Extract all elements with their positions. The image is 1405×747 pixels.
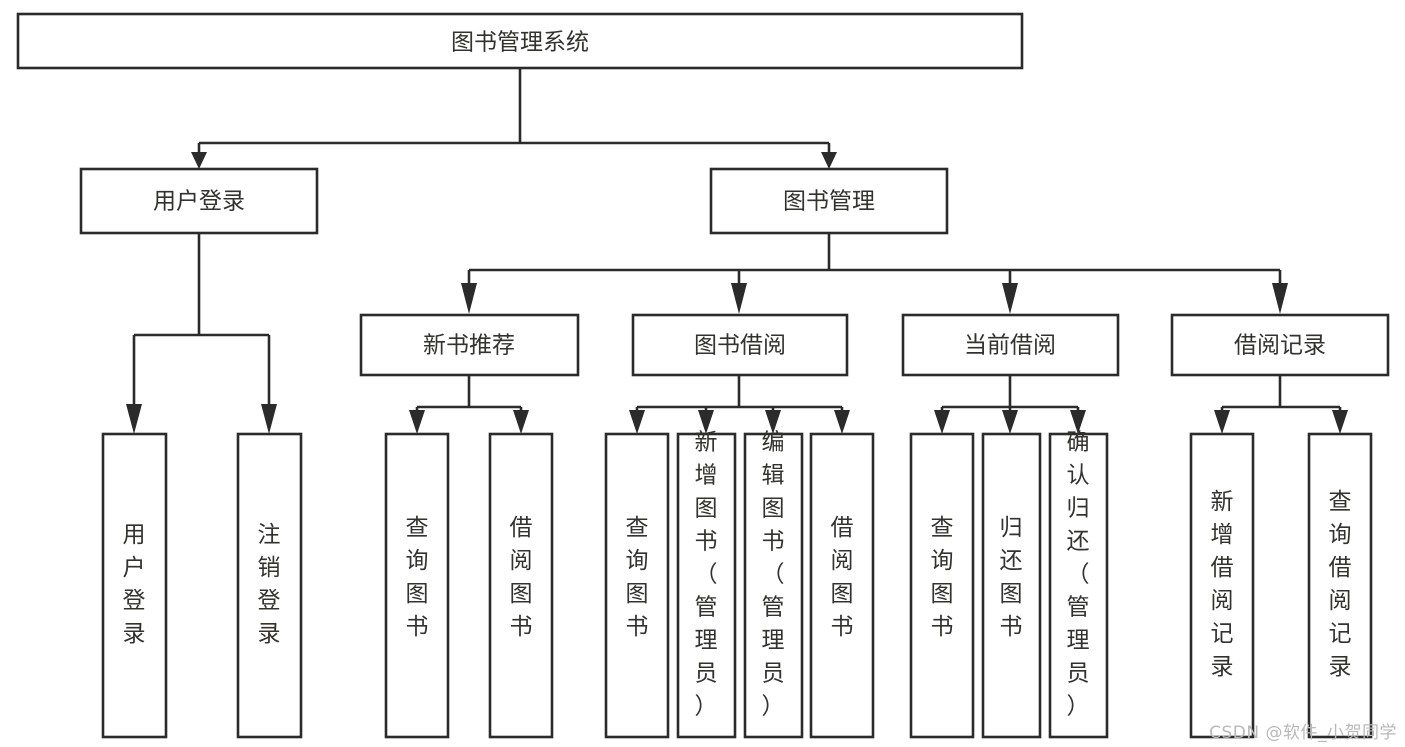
node-leaf-query-book-2-box[interactable] — [604, 432, 670, 739]
node-leaf-return-book-box[interactable] — [981, 432, 1042, 739]
node-leaf-add-record-box[interactable] — [1189, 432, 1255, 739]
node-leaf-borrow-book-1[interactable]: 借阅图书 — [488, 432, 554, 739]
node-leaf-add-book-label: 新增图书（管理员） — [695, 430, 718, 720]
arrow-head-leaf-edit-book — [765, 410, 781, 434]
node-leaf-query-record-box[interactable] — [1307, 432, 1373, 739]
arrow-head-leaf-confirm-return — [1070, 410, 1086, 434]
node-leaf-borrow-book-2-label: 借阅图书 — [831, 515, 854, 640]
node-leaf-query-book-1[interactable]: 查询图书 — [384, 432, 450, 739]
node-book-borrow[interactable]: 图书借阅 — [631, 313, 849, 377]
node-leaf-return-book-label: 归还图书 — [1000, 515, 1023, 640]
node-borrow-record-box[interactable] — [1170, 313, 1390, 377]
node-user-login-label: 用户登录 — [153, 189, 245, 215]
node-new-book-recommend-label: 新书推荐 — [423, 333, 515, 359]
edge-layer — [126, 68, 1348, 434]
node-leaf-borrow-book-1-box[interactable] — [488, 432, 554, 739]
node-leaf-confirm-return-box[interactable] — [1048, 432, 1109, 739]
node-leaf-query-book-2[interactable]: 查询图书 — [604, 432, 670, 739]
arrow-head-new-book-recommend — [461, 283, 477, 314]
node-new-book-recommend-box[interactable] — [359, 313, 580, 377]
node-leaf-query-record-label: 查询借阅记录 — [1329, 489, 1352, 680]
node-root-box[interactable] — [16, 12, 1024, 70]
node-borrow-record-label: 借阅记录 — [1234, 333, 1326, 359]
node-root[interactable]: 图书管理系统 — [16, 12, 1024, 70]
node-user-login[interactable]: 用户登录 — [79, 167, 319, 235]
arrow-head-leaf-query-record — [1332, 410, 1348, 434]
arrow-head-book-borrow — [731, 283, 747, 314]
node-leaf-query-book-1-label: 查询图书 — [406, 515, 429, 640]
node-leaf-query-book-2-label: 查询图书 — [626, 515, 649, 640]
arrow-head-user-login — [191, 152, 207, 169]
node-borrow-record[interactable]: 借阅记录 — [1170, 313, 1390, 377]
node-leaf-add-book[interactable]: 新增图书（管理员） — [676, 430, 737, 739]
node-leaf-return-book[interactable]: 归还图书 — [981, 432, 1042, 739]
node-leaf-logout-login[interactable]: 注销登录 — [236, 432, 303, 739]
node-root-label: 图书管理系统 — [451, 30, 589, 56]
arrow-head-leaf-query-book-2 — [629, 410, 645, 434]
node-leaf-query-book-3[interactable]: 查询图书 — [909, 432, 975, 739]
arrow-head-borrow-record — [1272, 283, 1288, 314]
node-leaf-logout-login-box[interactable] — [236, 432, 303, 739]
node-leaf-edit-book-label: 编辑图书（管理员） — [762, 430, 785, 720]
node-leaf-query-book-3-box[interactable] — [909, 432, 975, 739]
arrow-head-leaf-query-book-1 — [409, 410, 425, 434]
node-book-manage-label: 图书管理 — [783, 189, 875, 215]
arrow-head-leaf-add-record — [1214, 410, 1230, 434]
node-leaf-user-login-label: 用户登录 — [123, 522, 146, 647]
arrow-head-leaf-query-book-3 — [934, 410, 950, 434]
arrow-head-leaf-return-book — [1002, 410, 1018, 434]
node-current-borrow[interactable]: 当前借阅 — [901, 313, 1120, 377]
arrow-head-leaf-borrow-book-1 — [513, 410, 529, 434]
arrow-head-leaf-borrow-book-2 — [834, 410, 850, 434]
node-leaf-add-book-box[interactable] — [676, 432, 737, 739]
node-leaf-query-record[interactable]: 查询借阅记录 — [1307, 432, 1373, 739]
node-user-login-box[interactable] — [79, 167, 319, 235]
node-book-borrow-label: 图书借阅 — [694, 333, 786, 359]
arrow-head-leaf-logout-login — [261, 404, 277, 434]
arrow-head-book-manage — [821, 152, 837, 169]
node-current-borrow-box[interactable] — [901, 313, 1120, 377]
node-leaf-edit-book-box[interactable] — [743, 432, 804, 739]
arrow-head-leaf-add-book — [698, 410, 714, 434]
node-leaf-query-book-3-label: 查询图书 — [931, 515, 954, 640]
node-book-manage-box[interactable] — [709, 167, 949, 235]
arrow-head-current-borrow — [1002, 283, 1018, 314]
node-leaf-logout-login-label: 注销登录 — [258, 522, 281, 647]
node-leaf-query-book-1-box[interactable] — [384, 432, 450, 739]
node-leaf-user-login[interactable]: 用户登录 — [101, 432, 168, 739]
node-leaf-confirm-return[interactable]: 确认归还（管理员） — [1048, 430, 1109, 739]
node-leaf-borrow-book-1-label: 借阅图书 — [510, 515, 533, 640]
node-leaf-add-record[interactable]: 新增借阅记录 — [1189, 432, 1255, 739]
arrow-head-leaf-user-login — [126, 404, 142, 434]
node-current-borrow-label: 当前借阅 — [964, 333, 1056, 359]
node-leaf-add-record-label: 新增借阅记录 — [1211, 489, 1234, 680]
node-book-manage[interactable]: 图书管理 — [709, 167, 949, 235]
node-leaf-edit-book[interactable]: 编辑图书（管理员） — [743, 430, 804, 739]
node-leaf-user-login-box[interactable] — [101, 432, 168, 739]
node-leaf-confirm-return-label: 确认归还（管理员） — [1067, 430, 1090, 720]
node-leaf-borrow-book-2-box[interactable] — [809, 432, 875, 739]
node-new-book-recommend[interactable]: 新书推荐 — [359, 313, 580, 377]
node-book-borrow-box[interactable] — [631, 313, 849, 377]
node-leaf-borrow-book-2[interactable]: 借阅图书 — [809, 432, 875, 739]
csdn-watermark: CSDN @软件_小贺同学 — [1209, 723, 1397, 743]
